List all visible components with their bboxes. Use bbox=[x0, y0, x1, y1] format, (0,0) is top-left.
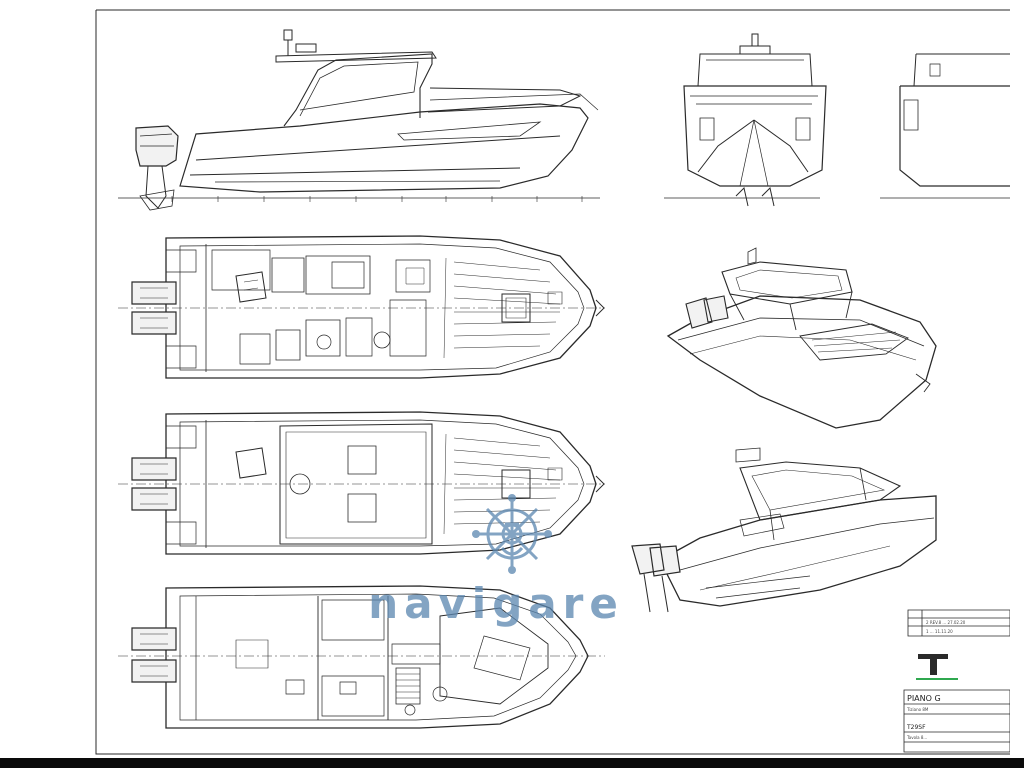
model-label: T29SF bbox=[906, 724, 926, 731]
revision-row-1: 2 REV.8 ... 27.02.20 bbox=[926, 620, 966, 625]
project-subtitle: Tiziano 8M bbox=[906, 707, 929, 712]
perspective-bow-view bbox=[666, 247, 937, 429]
revision-row-2: 1 ... 11.11.20 bbox=[926, 629, 953, 634]
front-view bbox=[664, 33, 827, 207]
top-plan-view bbox=[118, 411, 605, 555]
perspective-stern-view bbox=[631, 447, 937, 613]
frame-left-bottom bbox=[95, 10, 1010, 755]
drawing-number: Tavola 8... bbox=[906, 735, 927, 740]
project-label: PIANO G bbox=[907, 694, 941, 703]
watermark-text: navigare bbox=[368, 579, 624, 628]
rear-view bbox=[880, 53, 1010, 199]
logo-bar bbox=[918, 654, 948, 659]
bottom-edge-bar bbox=[0, 758, 1024, 768]
interior-plan-view bbox=[118, 585, 605, 729]
title-block: 2 REV.8 ... 27.02.20 1 ... 11.11.20 PIAN… bbox=[903, 609, 1011, 753]
side-elevation-view bbox=[118, 29, 600, 211]
right-edge bbox=[1010, 0, 1024, 768]
logo-underline bbox=[916, 678, 958, 680]
deck-plan-view bbox=[118, 235, 605, 379]
watermark-logo: navigare bbox=[368, 494, 624, 628]
logo-stem bbox=[930, 659, 937, 675]
